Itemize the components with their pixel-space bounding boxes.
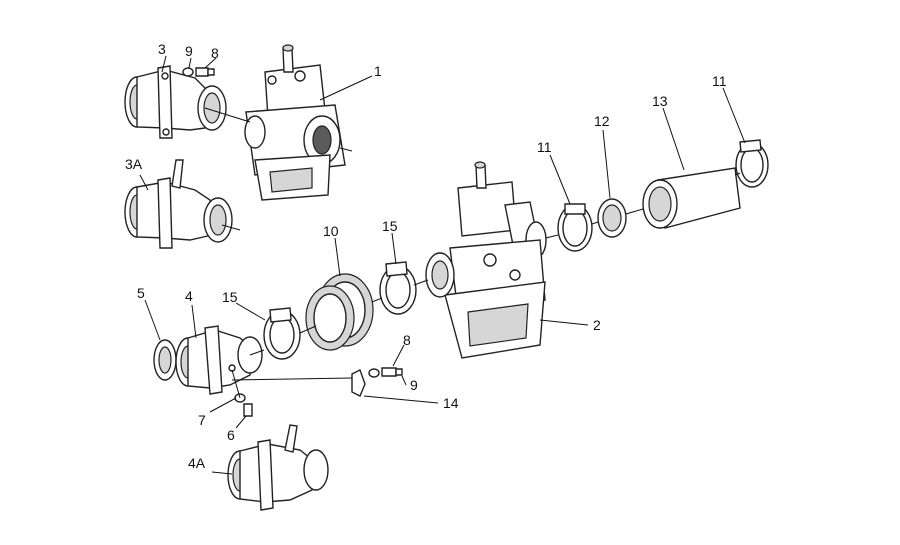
part-11-hose-clamp-right <box>735 139 769 188</box>
label-part-11-right: 11 <box>712 73 727 89</box>
label-part-13: 13 <box>652 93 668 109</box>
part-8-screw-lower <box>381 367 403 377</box>
part-4a-manifold <box>227 424 329 511</box>
part-1-carburetor <box>244 44 346 201</box>
label-part-10: 10 <box>323 223 339 239</box>
label-part-14: 14 <box>443 395 459 411</box>
label-part-11-middle: 11 <box>537 139 552 155</box>
label-part-4a: 4A <box>188 455 206 471</box>
label-part-9-lower: 9 <box>410 377 418 393</box>
label-part-8-lower: 8 <box>403 332 411 348</box>
part-14-bracket <box>351 369 366 397</box>
label-part-9-top: 9 <box>185 43 193 59</box>
part-13-sleeve <box>642 167 741 229</box>
part-4-manifold <box>175 325 263 395</box>
label-part-3a: 3A <box>125 156 143 172</box>
part-15-clamp-right <box>379 261 417 315</box>
label-part-3: 3 <box>158 41 166 57</box>
label-part-2: 2 <box>593 317 601 333</box>
label-part-15-right: 15 <box>382 218 398 234</box>
part-9-washer-lower <box>368 368 380 378</box>
part-3-intake-manifold <box>124 65 227 139</box>
part-6-screw <box>243 403 253 417</box>
label-part-5: 5 <box>137 285 145 301</box>
label-part-4: 4 <box>185 288 193 304</box>
label-part-7: 7 <box>198 412 206 428</box>
part-15-clamp-left <box>263 307 301 360</box>
label-part-1: 1 <box>374 63 382 79</box>
part-5-ring <box>153 339 177 381</box>
part-11-hose-clamp-middle <box>557 203 593 252</box>
label-part-6: 6 <box>227 427 235 443</box>
label-part-12: 12 <box>594 113 610 129</box>
label-part-15-left: 15 <box>222 289 238 305</box>
label-part-8-top: 8 <box>211 45 219 61</box>
part-9-washer-top <box>182 67 194 77</box>
part-2-carburetor <box>425 161 547 359</box>
part-8-screw-top <box>195 67 215 77</box>
part-3a-intake-manifold <box>124 159 233 249</box>
part-12-ring <box>597 198 627 238</box>
part-10-filter <box>305 273 374 351</box>
